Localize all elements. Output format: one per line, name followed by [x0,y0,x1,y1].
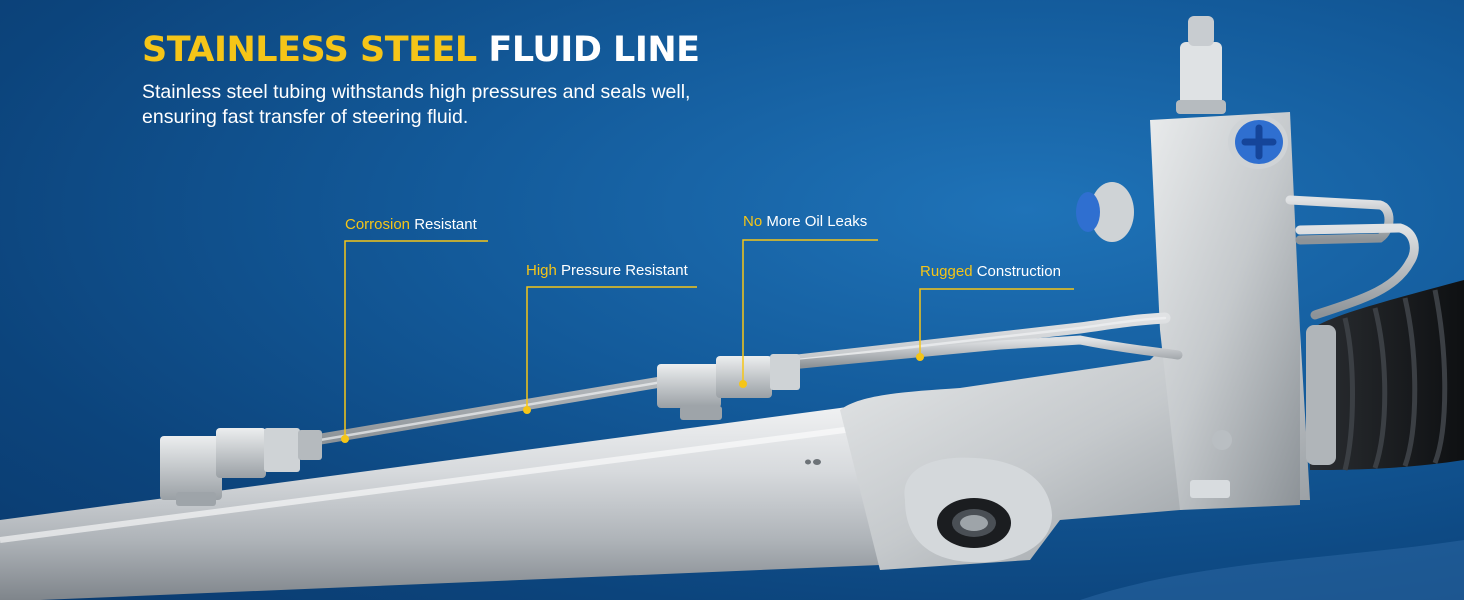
callout-high-pressure: High Pressure Resistant [526,262,688,279]
callout-highlight: High [526,262,557,279]
mount-bushing-hole [960,515,988,531]
callout-highlight: Rugged [920,263,973,280]
description-line-2: ensuring fast transfer of steering fluid… [142,106,469,128]
description: Stainless steel tubing withstands high p… [142,80,742,130]
input-shaft-tip [1188,16,1214,46]
callout-dots [341,353,924,443]
fluid-lines [309,195,1419,446]
rack-hole [805,459,811,465]
callout-highlight: No [743,213,763,230]
callout-label: More Oil Leaks [766,213,868,230]
page-title: STAINLESS STEEL FLUID LINE [142,30,700,70]
blue-plug-side [1076,192,1100,232]
side-port [1090,182,1134,242]
description-line-1: Stainless steel tubing withstands high p… [142,81,691,103]
input-shaft [1180,42,1222,110]
leader-high-pressure [526,286,697,410]
title-rest: FLUID LINE [488,30,700,70]
boot-clamp [1306,325,1336,465]
boot-ribs [1342,289,1448,471]
line-fitting-middle [657,354,800,420]
callout-label: Pressure Resistant [561,262,688,279]
leader-no-leaks [742,239,878,384]
callout-corrosion: Corrosion Resistant [345,216,477,233]
rack-tube [0,402,880,600]
leader-rugged [919,288,1074,356]
callout-no-leaks: No More Oil Leaks [743,213,867,230]
line-fitting-left [160,428,322,506]
hex-nut [1190,480,1230,498]
callout-leaders [344,239,1074,438]
background-haze [1080,540,1464,600]
rack-tube-highlight [0,425,861,543]
callout-label: Construction [976,263,1061,280]
title-highlight: STAINLESS STEEL [142,30,477,70]
callout-highlight: Corrosion [345,216,411,233]
valve-tower [1150,112,1300,510]
callout-rugged: Rugged Construction [920,263,1061,280]
leader-corrosion [344,240,488,438]
callout-label: Resistant [414,216,477,233]
rack-hole [813,459,821,465]
